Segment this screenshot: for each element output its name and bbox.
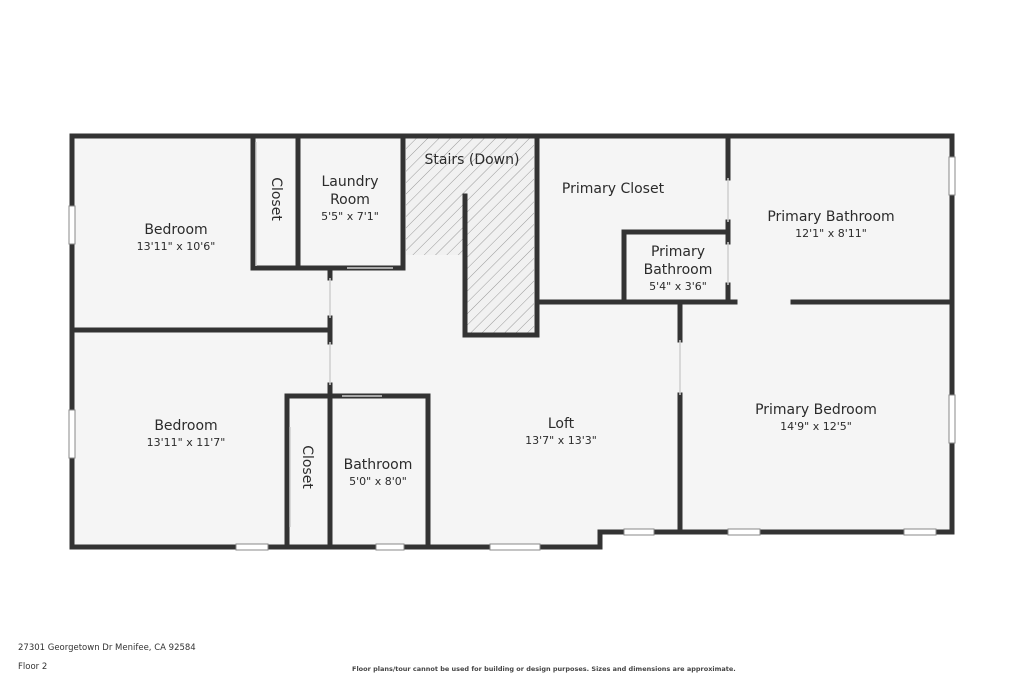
- window: [375, 543, 405, 551]
- window: [489, 543, 541, 551]
- exterior-wall: [69, 133, 955, 550]
- room-dims-laundry: 5'5" x 7'1": [321, 210, 379, 223]
- room-label-primary-closet: Primary Closet: [562, 181, 665, 197]
- room-label-primary-bath-small-line1: Primary: [651, 244, 705, 260]
- room-dims-primary-bath-large: 12'1" x 8'11": [795, 227, 867, 240]
- window: [948, 156, 956, 196]
- window: [948, 394, 956, 444]
- window: [68, 409, 76, 459]
- room-dims-bedroom-bottom: 13'11" x 11'7": [147, 436, 226, 449]
- room-label-closet-top: Closet: [268, 177, 284, 221]
- room-label-laundry-line2: Room: [330, 192, 370, 208]
- room-label-stairs: Stairs (Down): [425, 152, 520, 168]
- disclaimer: Floor plans/tour cannot be used for buil…: [352, 665, 736, 673]
- stairs-hatch: [406, 138, 534, 333]
- openings: [255, 142, 729, 527]
- room-dims-primary-bedroom: 14'9" x 12'5": [780, 420, 852, 433]
- room-label-primary-bath-small-line2: Bathroom: [644, 262, 713, 278]
- windows: [68, 156, 956, 551]
- property-address: 27301 Georgetown Dr Menifee, CA 92584: [18, 643, 196, 653]
- room-label-bedroom-bottom: Bedroom: [154, 418, 217, 434]
- room-label-laundry-line1: Laundry: [321, 174, 378, 190]
- window: [727, 528, 761, 536]
- room-dims-bedroom-top: 13'11" x 10'6": [137, 240, 216, 253]
- room-dims-primary-bath-small: 5'4" x 3'6": [649, 280, 707, 293]
- floor-area: [72, 136, 952, 547]
- room-label-bedroom-top: Bedroom: [144, 222, 207, 238]
- room-label-primary-bedroom: Primary Bedroom: [755, 402, 877, 418]
- floor-label: Floor 2: [18, 662, 48, 672]
- room-label-primary-bath-large: Primary Bathroom: [767, 209, 894, 225]
- window: [623, 528, 655, 536]
- room-label-loft: Loft: [548, 416, 575, 432]
- window: [903, 528, 937, 536]
- room-label-bathroom: Bathroom: [344, 457, 413, 473]
- window: [235, 543, 269, 551]
- room-dims-bathroom: 5'0" x 8'0": [349, 475, 407, 488]
- room-label-closet-bottom: Closet: [299, 445, 315, 489]
- window: [68, 205, 76, 245]
- room-dims-loft: 13'7" x 13'3": [525, 434, 597, 447]
